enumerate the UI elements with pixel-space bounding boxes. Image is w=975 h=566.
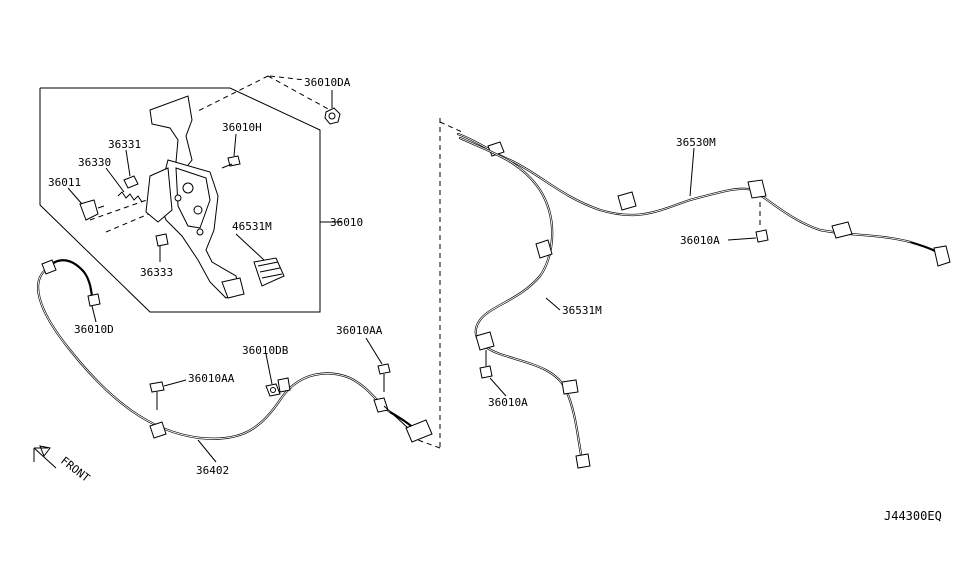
- label-36010AA-left: 36010AA: [188, 372, 235, 385]
- pedal-assembly-frame: [39, 87, 321, 313]
- front-cable-36402: [36, 259, 433, 443]
- label-36010H: 36010H: [222, 121, 262, 134]
- rear-cable-36530M: [456, 132, 951, 267]
- label-36331: 36331: [108, 138, 141, 151]
- label-36330: 36330: [78, 156, 111, 169]
- bolt-36010A-right: [755, 202, 769, 243]
- bolt-36010H: [221, 155, 241, 169]
- label-36010DA: 36010DA: [304, 76, 351, 89]
- label-36402: 36402: [196, 464, 229, 477]
- parking-brake-pedal-assembly: [145, 95, 285, 299]
- nut-36010DA: [324, 107, 341, 125]
- label-46531M: 46531M: [232, 220, 272, 233]
- bolt-36010AA-mid: [377, 363, 391, 392]
- label-36333: 36333: [140, 266, 173, 279]
- label-36531M: 36531M: [562, 304, 602, 317]
- rear-cable-36531M: [458, 136, 591, 469]
- label-36010DB: 36010DB: [242, 344, 289, 357]
- label-36010A-bottom: 36010A: [488, 396, 528, 409]
- label-36010AA-mid: 36010AA: [336, 324, 383, 337]
- label-36010D: 36010D: [74, 323, 114, 336]
- switch-36011: [79, 199, 105, 221]
- clip-36333: [155, 233, 169, 247]
- bolt-36010AA-left: [149, 381, 165, 410]
- label-36530M: 36530M: [676, 136, 716, 149]
- front-arrow-icon: [33, 445, 57, 469]
- front-label: FRONT: [58, 454, 92, 485]
- diagram-code: J44300EQ: [884, 509, 942, 523]
- nut-36010DB: [265, 383, 281, 397]
- label-36010A-right: 36010A: [680, 234, 720, 247]
- bolt-36010A-bottom: [479, 350, 493, 379]
- leader-lines: [67, 90, 757, 463]
- clip-36331: [123, 175, 139, 189]
- spring-36330: [117, 191, 143, 203]
- label-36011: 36011: [48, 176, 81, 189]
- label-36010: 36010: [330, 216, 363, 229]
